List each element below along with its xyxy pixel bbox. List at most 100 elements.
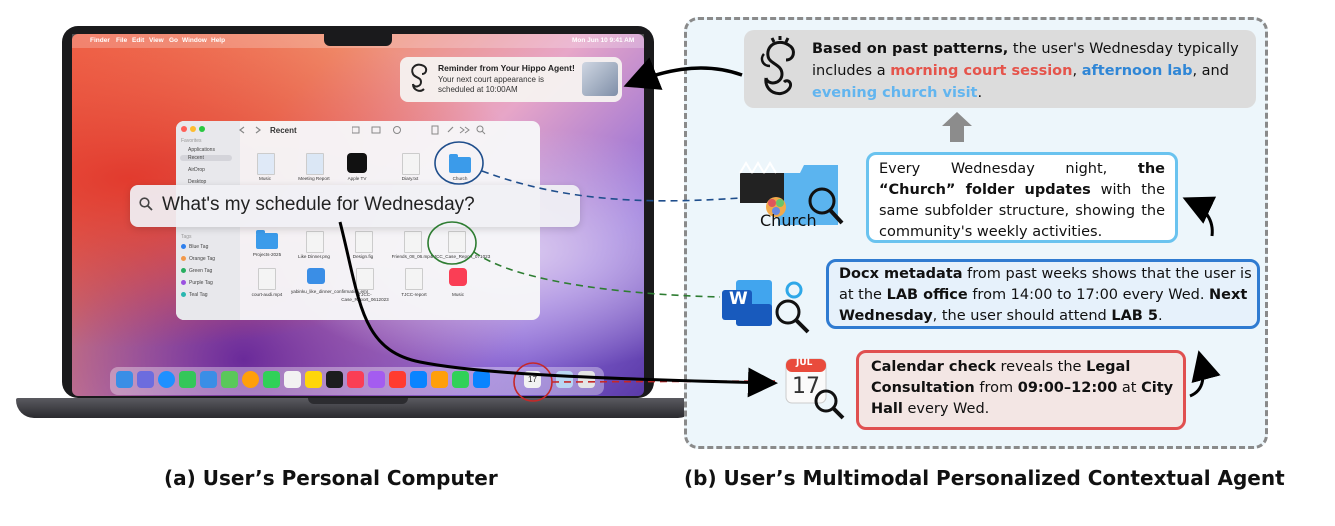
audio-file-icon[interactable] [258,268,276,290]
reminders-dock-icon[interactable] [284,371,301,388]
app-store-dock-icon[interactable] [473,371,490,388]
file-label: Music [452,292,464,297]
return-arrow [623,57,743,90]
file-label: Church [452,176,468,181]
notes-dock-icon[interactable] [305,371,322,388]
purple-tag-icon [181,280,186,286]
church-text2: with the same subfolder structure, showi… [879,182,1165,240]
tag-label: Orange Tag [189,256,216,262]
keynote-dock-icon[interactable] [410,371,427,388]
file-label: yabinku_like_dinner_confirmation.eml [291,289,368,294]
caption-left: (a) User’s Personal Computer [164,466,498,490]
menu-finder[interactable]: Finder [90,37,110,44]
file-label: Like Dinner.png [298,254,330,259]
document-file-icon[interactable] [405,268,423,290]
up-arrow-icon [942,112,972,142]
file-label: Friends_08_06.mp4 [391,254,433,259]
sidebar-item-applications[interactable]: Applications [188,147,215,153]
music-app-icon[interactable] [449,268,467,286]
file-label: Projects-2025 [252,252,282,257]
text-file-icon[interactable] [402,153,420,175]
report-file-icon[interactable] [448,231,466,253]
docx-connector [473,251,721,298]
menu-file[interactable]: File [116,37,128,44]
spotlight-search-bar[interactable] [130,185,580,227]
tag-label: Teal Tag [189,292,208,298]
trash-dock-icon[interactable] [578,371,595,388]
sidebar-tag-purple[interactable]: Purple Tag [181,280,213,286]
nav-arrows-icon[interactable] [238,125,264,135]
notification-title: Reminder from Your Hippo Agent! [438,63,575,73]
calendar-bold3: 09:00–12:00 [1017,380,1118,396]
messages-dock-icon[interactable] [179,371,196,388]
projects-folder-icon[interactable] [256,230,278,249]
finder-dock-icon[interactable] [116,371,133,388]
notification-body: Your next court appearance is scheduled … [438,75,544,94]
sidebar-tag-blue[interactable]: Blue Tag [181,244,208,250]
file-label: Diary.txt [401,176,419,181]
apple-tv-app-icon[interactable] [347,153,367,173]
pages-dock-icon[interactable] [431,371,448,388]
music-dock-icon[interactable] [347,371,364,388]
search-icon [139,197,153,211]
design-file-icon[interactable] [355,231,373,253]
summary-text: Based on past patterns, the user's Wedne… [812,38,1248,104]
church-connector [481,170,741,202]
maps-dock-icon[interactable] [221,371,238,388]
safari-dock-icon[interactable] [158,371,175,388]
calendar-text4: every Wed. [902,401,990,417]
finder-toolbar-icons[interactable] [352,125,490,135]
sidebar-item-desktop[interactable]: Desktop [188,179,207,185]
summary-morning: morning court session [890,63,1073,79]
docx-text2: from 14:00 to 17:00 every Wed. [967,287,1210,303]
docx-bold3: Next Wednesday [839,287,1248,324]
numbers-dock-icon[interactable] [452,371,469,388]
launchpad-dock-icon[interactable] [137,371,154,388]
summary-lead: Based on past patterns, [812,41,1009,57]
church-icon-label: Church [760,211,817,230]
facetime-dock-icon[interactable] [263,371,280,388]
file-label: court-audi.mp4 [251,292,283,297]
docx-bold1: Docx metadata [839,266,963,282]
blue-tag-icon [181,244,186,250]
music-file-icon[interactable] [257,153,275,175]
menu-help[interactable]: Help [211,37,226,44]
podcasts-dock-icon[interactable] [368,371,385,388]
file-label: TJCC-Case_Report_0612023 [341,292,389,302]
church-folder-icon[interactable] [449,154,471,173]
docx-bold4: LAB 5 [1111,308,1158,324]
sidebar-item-recent[interactable]: Recent [180,155,232,161]
document-file-icon[interactable] [356,268,374,290]
tag-label: Blue Tag [189,244,209,250]
menu-view[interactable]: View [149,37,164,44]
sidebar-tag-orange[interactable]: Orange Tag [181,256,215,262]
summary-sep1: , [1072,63,1082,79]
image-file-icon[interactable] [306,231,324,253]
menu-window[interactable]: Window [182,37,207,44]
menu-edit[interactable]: Edit [132,37,145,44]
calendar-to-docx-arrow [1189,350,1221,398]
menu-go[interactable]: Go [169,37,179,44]
mail-dock-icon[interactable] [200,371,217,388]
file-label: TJCC_Case_Report_071023 [431,254,491,259]
photos-dock-icon[interactable] [242,371,259,388]
summary-sep2: , and [1192,63,1229,79]
sidebar-tag-green[interactable]: Green Tag [181,268,212,274]
sidebar-tag-teal[interactable]: Teal Tag [181,292,208,298]
mail-file-icon[interactable] [307,268,325,284]
calendar-text1: reveals the [995,359,1087,375]
sidebar-header-tags: Tags [181,234,192,240]
spotlight-query[interactable]: What's my schedule for Wednesday? [162,194,475,215]
window-controls-icon[interactable] [180,125,210,133]
menubar-clock[interactable]: Mon Jun 10 9:41 AM [572,37,635,44]
news-dock-icon[interactable] [389,371,406,388]
tv-dock-icon[interactable] [326,371,343,388]
church-insight-text: Every Wednesday night, the “Church” fold… [879,159,1165,243]
keynote-file-icon[interactable] [306,153,324,175]
hippocampus-logo-icon [411,63,428,92]
docx-insight-text: Docx metadata from past weeks shows that… [839,264,1255,327]
sidebar-item-airdrop[interactable]: AirDrop [188,167,205,173]
video-file-icon[interactable] [404,231,422,253]
file-label: Meeting Report [298,176,330,181]
